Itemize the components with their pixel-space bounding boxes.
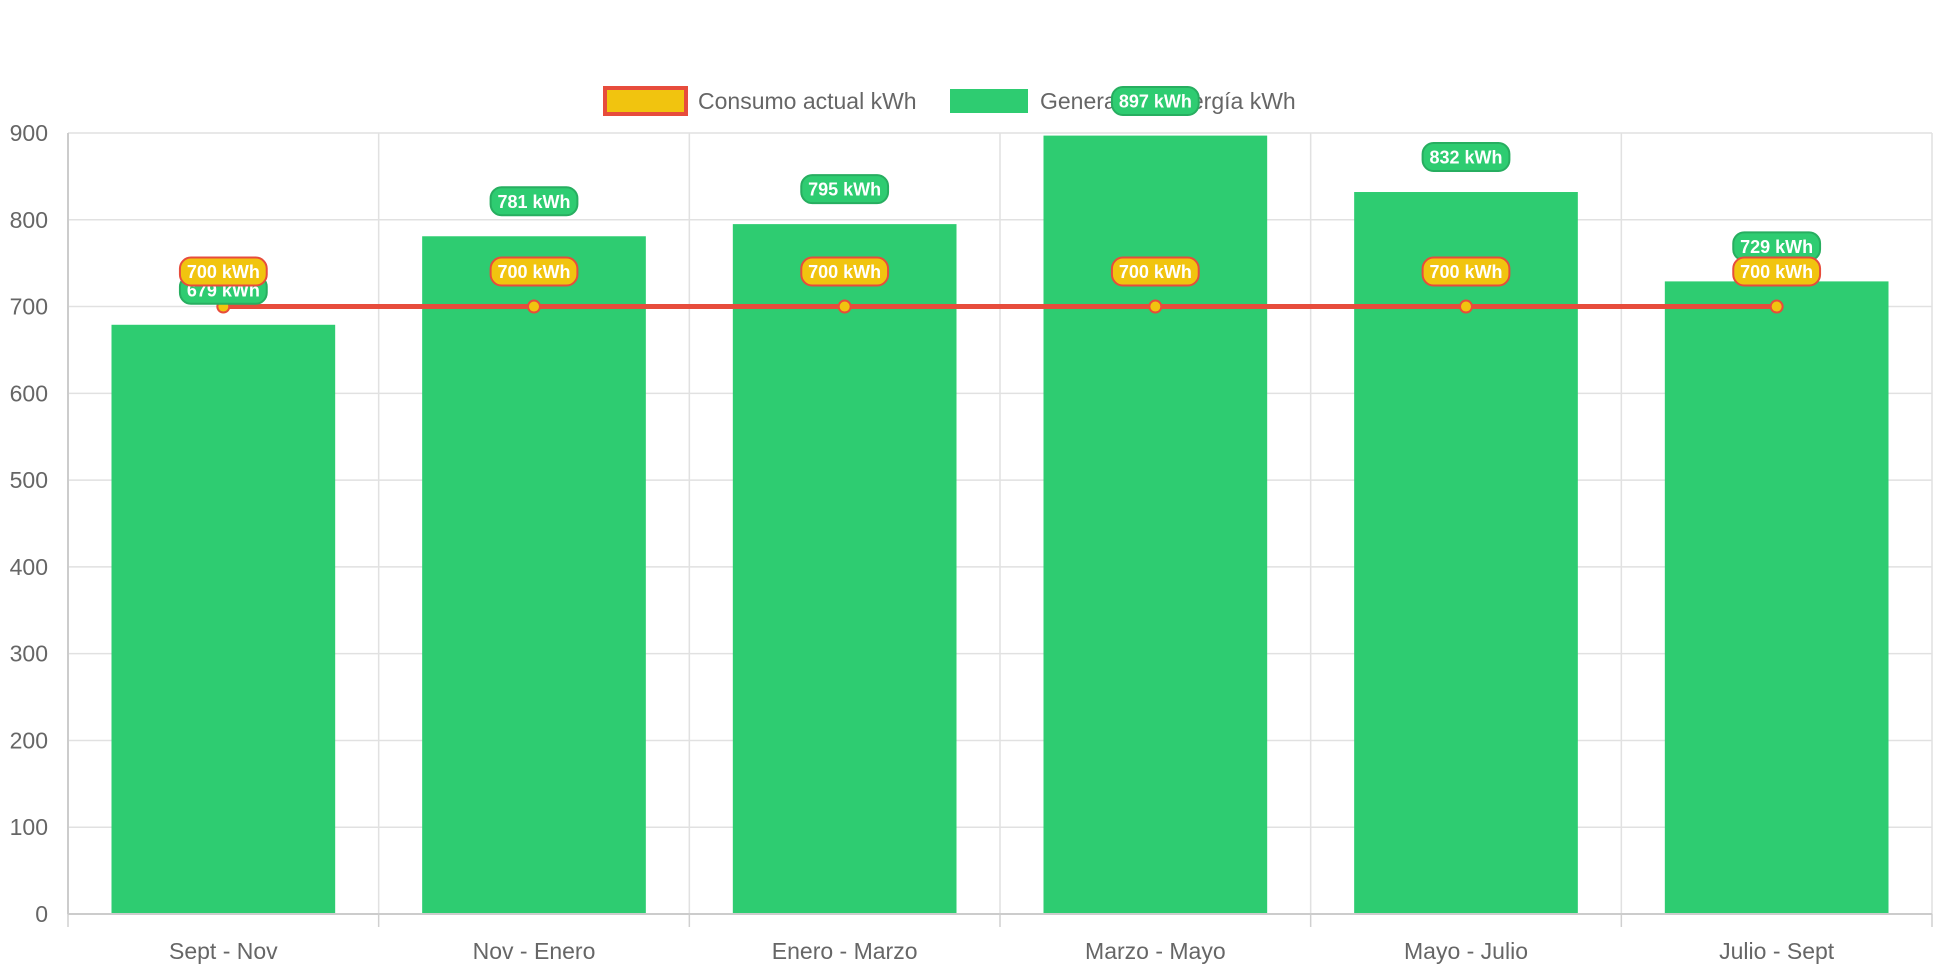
line-point — [1148, 299, 1163, 314]
data-label-badge — [1110, 256, 1200, 287]
data-label-badge — [489, 256, 579, 287]
data-label: 700 kWh — [1740, 262, 1813, 282]
x-tick-label: Nov - Enero — [473, 938, 596, 964]
line-layer — [216, 299, 1784, 314]
data-label: 700 kWh — [808, 262, 881, 282]
bar — [1043, 135, 1268, 914]
legend-label-consumo: Consumo actual kWh — [698, 88, 917, 114]
y-tick-label: 500 — [10, 467, 48, 493]
x-tick-label: Mayo - Julio — [1404, 938, 1528, 964]
data-label: 700 kWh — [497, 262, 570, 282]
y-tick-label: 0 — [35, 901, 48, 927]
data-label-badge — [1732, 256, 1822, 287]
data-label: 729 kWh — [1740, 237, 1813, 257]
data-label: 700 kWh — [1119, 262, 1192, 282]
data-label-badge — [178, 256, 268, 287]
y-tick-label: 900 — [10, 120, 48, 146]
line-point — [1769, 299, 1784, 314]
y-tick-label: 600 — [10, 380, 48, 406]
y-tick-label: 100 — [10, 814, 48, 840]
data-label: 700 kWh — [1429, 262, 1502, 282]
data-label-badge — [1421, 256, 1511, 287]
data-label-badge — [489, 186, 579, 217]
data-label-badge — [800, 174, 890, 205]
x-tick-label: Marzo - Mayo — [1085, 938, 1226, 964]
data-label: 700 kWh — [187, 262, 260, 282]
x-tick-label: Sept - Nov — [169, 938, 278, 964]
data-label-badge — [1110, 86, 1200, 116]
data-label-badge — [800, 256, 890, 287]
bar — [422, 236, 646, 914]
y-tick-label: 400 — [10, 554, 48, 580]
y-tick-label: 200 — [10, 727, 48, 753]
data-label-badge — [1421, 142, 1511, 173]
bar — [1664, 281, 1889, 914]
data-label: 781 kWh — [497, 192, 570, 212]
data-label: 897 kWh — [1119, 92, 1192, 112]
y-tick-label: 700 — [10, 294, 48, 320]
y-tick-label: 300 — [10, 641, 48, 667]
legend-swatch-consumo — [603, 86, 688, 116]
x-tick-label: Julio - Sept — [1719, 938, 1835, 964]
data-label: 795 kWh — [808, 180, 881, 200]
bar — [732, 224, 957, 914]
y-tick-label: 800 — [10, 207, 48, 233]
x-tick-label: Enero - Marzo — [772, 938, 918, 964]
data-label: 832 kWh — [1429, 148, 1502, 168]
line-point — [527, 299, 541, 314]
grid-layer — [67, 132, 1933, 915]
line-point — [1459, 299, 1473, 314]
bar — [111, 324, 336, 914]
line-point — [837, 299, 852, 314]
legend-swatch-generacion — [950, 89, 1028, 113]
